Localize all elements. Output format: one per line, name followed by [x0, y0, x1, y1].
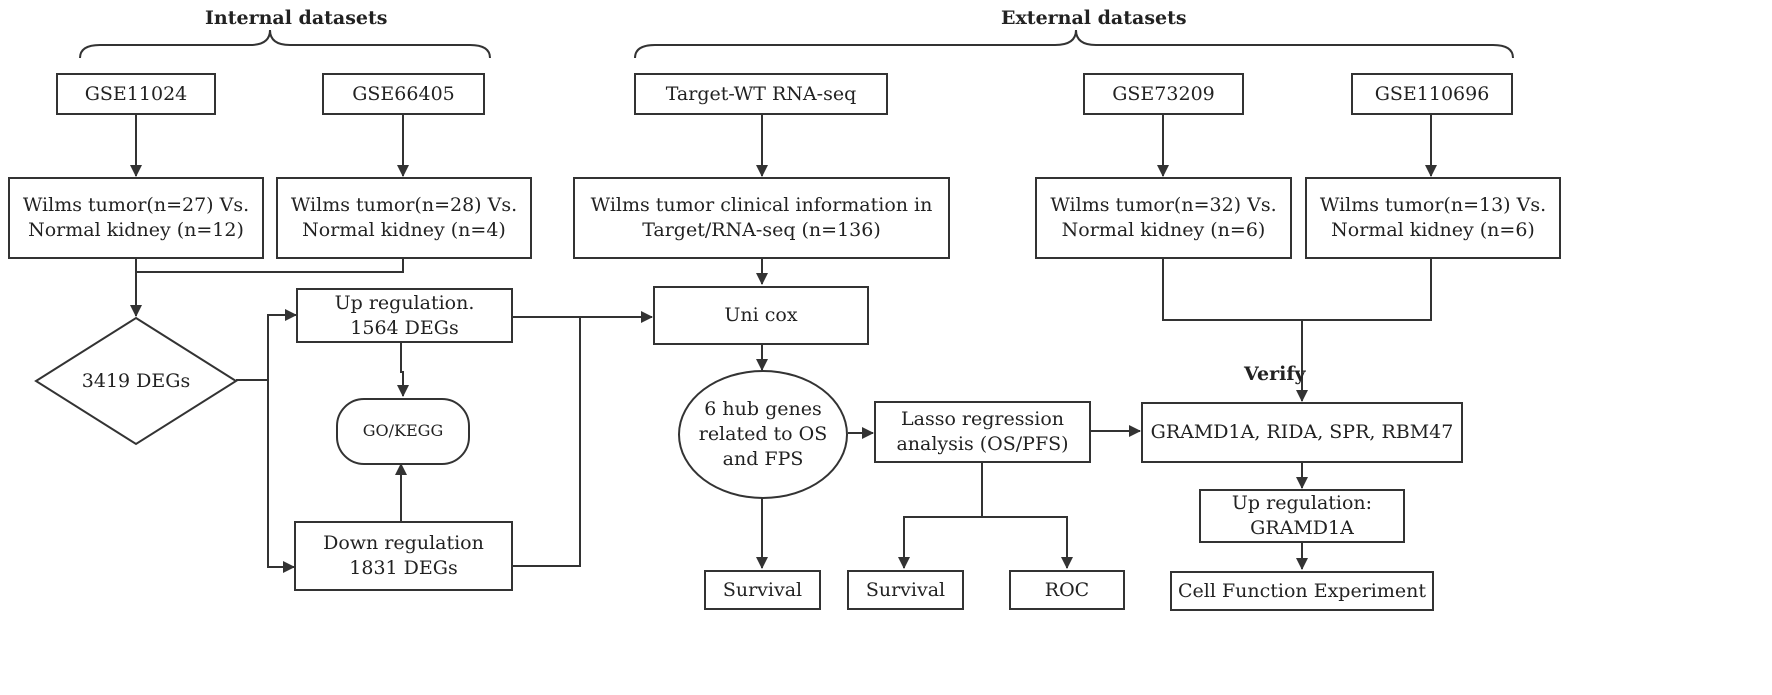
node-wilms-32-line-2: Normal kidney (n=6) — [1061, 219, 1266, 241]
internal-brace — [79, 29, 491, 59]
node-lasso-line-1: Lasso regression — [901, 408, 1064, 431]
node-up-regulation: Up regulation.1564 DEGs — [296, 288, 513, 343]
arrow-up-to-gokegg — [397, 342, 409, 397]
arrow-lasso-to-roc — [982, 516, 1073, 569]
branch-lasso-to-survival-roc — [898, 463, 983, 569]
node-target-wt-rnaseq: Target-WT RNA-seq — [634, 73, 888, 115]
node-gse66405: GSE66405 — [322, 73, 485, 115]
node-wilms-28-line-1: Wilms tumor(n=28) Vs. — [290, 194, 518, 217]
branch-degs-to-up-down — [236, 309, 297, 381]
node-wilms-27-line-2: Normal kidney (n=12) — [28, 219, 244, 241]
verify-label: Verify — [1244, 363, 1306, 385]
internal-datasets-heading: Internal datasets — [205, 7, 388, 29]
node-wilms-28: Wilms tumor(n=28) Vs.Normal kidney (n=4) — [276, 177, 532, 259]
merge-line-external — [1162, 258, 1432, 321]
node-wilms-13: Wilms tumor(n=13) Vs.Normal kidney (n=6) — [1305, 177, 1561, 259]
branch-degs-to-down — [267, 380, 295, 573]
node-roc: ROC — [1009, 570, 1125, 610]
node-go-kegg: GO/KEGG — [336, 398, 470, 465]
node-survival-lasso: Survival — [847, 570, 964, 610]
node-wilms-13-line-1: Wilms tumor(n=13) Vs. — [1319, 194, 1547, 217]
external-brace — [634, 29, 1514, 59]
node-hub-genes-line-3: and FPS — [722, 447, 804, 470]
node-wilms-32: Wilms tumor(n=32) Vs.Normal kidney (n=6) — [1035, 177, 1292, 259]
node-clinical-line-1: Wilms tumor clinical information in — [590, 194, 933, 217]
node-wilms-13-line-2: Normal kidney (n=6) — [1331, 219, 1535, 241]
node-3419-degs-diamond: 3419 DEGs — [34, 316, 238, 446]
node-hub-genes-line-1: 6 hub genes — [704, 398, 822, 421]
node-cell-function-experiment: Cell Function Experiment — [1170, 571, 1434, 611]
node-gse73209: GSE73209 — [1083, 73, 1244, 115]
node-lasso-line-2: analysis (OS/PFS) — [896, 433, 1069, 455]
node-gse110696: GSE110696 — [1351, 73, 1513, 115]
node-up-gramd1a-line-1: Up regulation: — [1231, 492, 1373, 515]
node-clinical-line-2: Target/RNA-seq (n=136) — [642, 219, 881, 241]
node-up-gramd1a-line-2: GRAMD1A — [1250, 517, 1354, 539]
node-uni-cox: Uni cox — [653, 286, 869, 345]
node-wilms-32-line-1: Wilms tumor(n=32) Vs. — [1050, 194, 1277, 217]
node-hub-genes-line-2: related to OS — [698, 423, 828, 446]
node-wilms-27: Wilms tumor(n=27) Vs.Normal kidney (n=12… — [8, 177, 264, 259]
node-up-regulation-line-1: Up regulation. — [334, 291, 475, 314]
node-wilms-27-line-1: Wilms tumor(n=27) Vs. — [22, 194, 250, 217]
node-down-regulation-line-1: Down regulation — [323, 532, 484, 555]
node-wilms-28-line-2: Normal kidney (n=4) — [302, 219, 506, 241]
node-survival-hub: Survival — [704, 570, 821, 610]
line-down-to-unicox — [512, 317, 581, 567]
node-gene-list: GRAMD1A, RIDA, SPR, RBM47 — [1141, 402, 1463, 463]
node-3419-degs-label: 3419 DEGs — [82, 370, 190, 392]
external-datasets-heading: External datasets — [1001, 7, 1187, 29]
merge-line-internal — [135, 258, 404, 273]
node-up-regulation-line-2: 1564 DEGs — [350, 316, 459, 339]
node-down-regulation-line-2: 1831 DEGs — [349, 557, 458, 579]
node-up-regulation-gramd1a: Up regulation:GRAMD1A — [1199, 489, 1405, 543]
node-gse11024: GSE11024 — [56, 73, 216, 115]
